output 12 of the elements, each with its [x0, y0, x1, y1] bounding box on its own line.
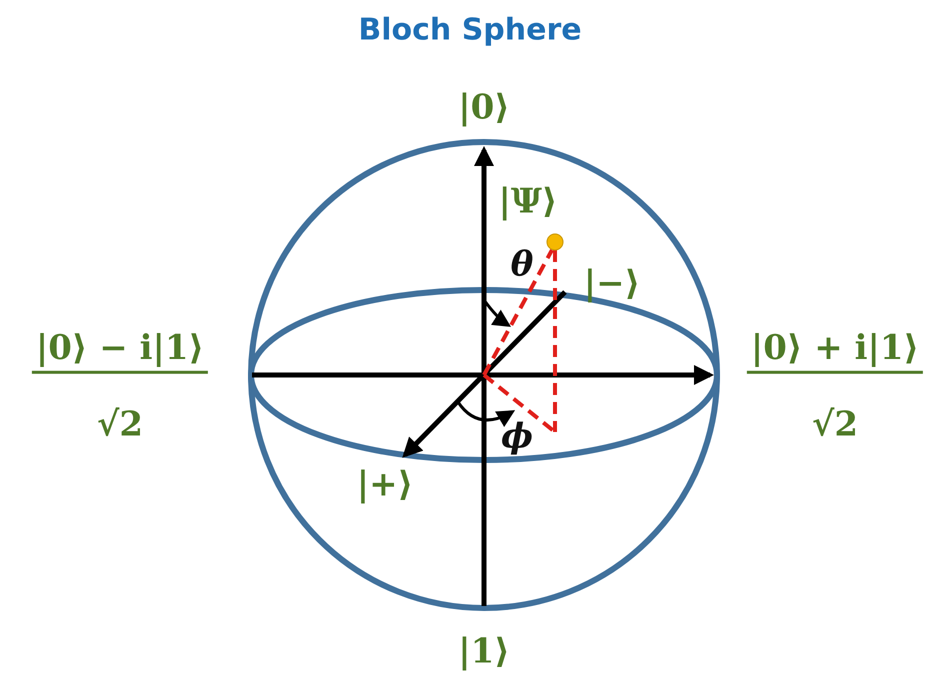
state-label: |1⟩ [458, 633, 510, 671]
state-label: |−⟩ [584, 265, 640, 303]
angle-label: θ [510, 246, 534, 284]
fraction-denominator: √2 [97, 406, 143, 444]
diagram-title: Bloch Sphere [358, 14, 582, 46]
fraction-numerator: |0⟩ − i|1⟩ [32, 330, 208, 374]
fraction-denominator: √2 [812, 406, 858, 444]
state-label: |0⟩ [458, 89, 510, 127]
state-label: |Ψ⟩ [498, 183, 558, 221]
fraction-numerator: |0⟩ + i|1⟩ [746, 330, 924, 374]
angle-label: ϕ [501, 418, 533, 456]
state-label: |+⟩ [356, 466, 414, 504]
